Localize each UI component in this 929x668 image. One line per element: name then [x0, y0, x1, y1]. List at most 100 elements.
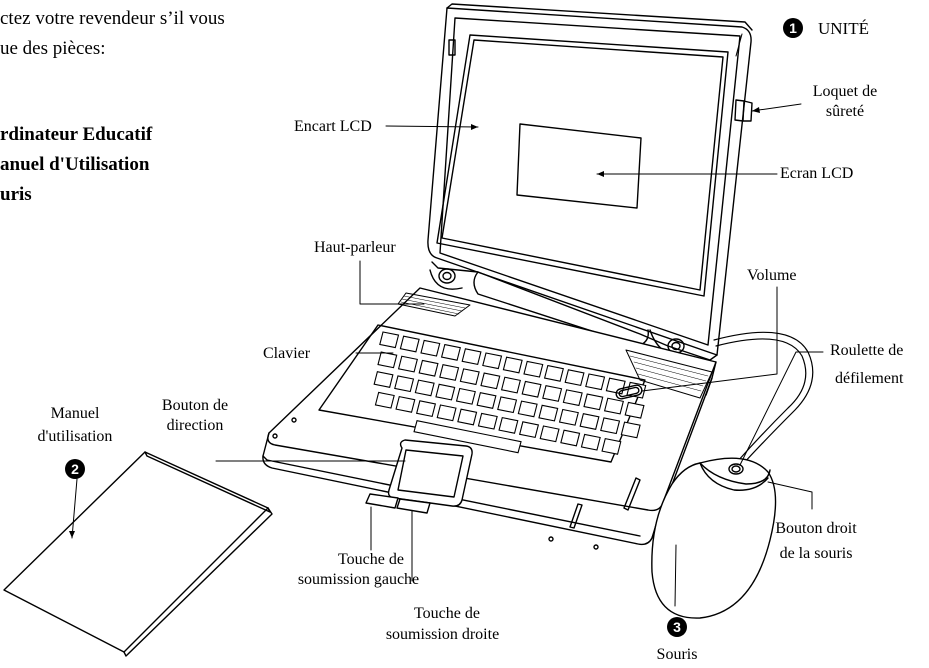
mouse-cable	[713, 331, 814, 466]
leader-volume	[641, 286, 778, 392]
keyboard-key	[418, 359, 439, 377]
keyboard-key	[379, 331, 400, 349]
keyboard-key	[477, 412, 498, 430]
intro-line-2: ue des pièces:	[0, 38, 106, 59]
keyboard-key	[440, 343, 461, 361]
label-lcd-screen: Ecran LCD	[780, 165, 854, 182]
lid-top-edge	[446, 3, 753, 31]
keyboard-key	[539, 425, 560, 443]
keyboard-key	[585, 373, 606, 391]
contents-item-1: rdinateur Educatif	[0, 124, 153, 145]
keyboard-key	[476, 392, 497, 409]
leader-mouse	[674, 544, 677, 607]
keyboard-key	[624, 401, 645, 419]
keyboard-key	[600, 417, 621, 435]
keyboard-key	[482, 352, 503, 370]
keyboard-key	[414, 379, 435, 397]
keyboard-key	[497, 396, 518, 414]
right-submit-key	[396, 498, 431, 514]
keyboard-key	[580, 433, 601, 451]
keyboard-key	[395, 395, 416, 413]
keyboard-key	[500, 376, 521, 394]
leader-manual	[71, 478, 78, 539]
label-lcd-insert: Encart LCD	[294, 118, 372, 135]
keyboard-key	[435, 383, 456, 401]
keyboard-key	[394, 375, 415, 393]
label-keyboard: Clavier	[263, 345, 311, 362]
label-direction-line-1: Bouton de	[161, 397, 229, 414]
label-scroll-line-2: défilement	[835, 370, 904, 387]
keyboard-key	[538, 404, 559, 422]
scroll-wheel	[728, 463, 744, 475]
keyboard-key	[498, 416, 519, 434]
keyboard-frame	[318, 324, 646, 463]
keyboard-key	[502, 356, 523, 374]
keyboard-key	[415, 400, 437, 418]
leader-speaker	[359, 260, 425, 305]
contents-item-3: uris	[0, 184, 32, 205]
lcd-screen-frame	[436, 34, 729, 297]
keyboard-key	[397, 355, 418, 373]
manual-booklet	[3, 451, 269, 653]
hinge-left-clip	[448, 39, 456, 56]
keyboard-key	[542, 385, 563, 402]
keyboard-key	[420, 339, 441, 357]
keyboard-key	[455, 387, 476, 405]
keyboard-key	[373, 371, 394, 388]
keyboard-key	[377, 351, 398, 369]
keyboard-keys	[373, 331, 647, 455]
keyboard-key	[457, 408, 478, 426]
keyboard-key	[523, 360, 544, 378]
keyboard-key	[461, 348, 482, 366]
keyboard-key	[603, 397, 624, 415]
label-right-button-line-1: Bouton droit	[775, 520, 857, 537]
keyboard-key	[620, 421, 641, 439]
label-latch-line-2: sûreté	[825, 103, 865, 120]
label-mouse: Souris	[656, 646, 698, 663]
keyboard-key	[558, 408, 579, 426]
leader-latch	[751, 103, 802, 112]
leader-right-button	[767, 481, 813, 510]
label-direction-line-2: direction	[166, 417, 224, 434]
volume-button	[615, 384, 643, 400]
keyboard-key	[579, 413, 600, 430]
keyboard-key	[601, 437, 622, 455]
badge-unit: 1	[783, 18, 803, 38]
keyboard-key	[459, 368, 480, 386]
label-manual-line-1: Manuel	[50, 405, 100, 422]
label-left-key-line-2: soumission gauche	[297, 571, 420, 588]
keyboard-key	[583, 393, 604, 411]
keyboard-key	[374, 391, 395, 409]
label-unit: UNITÉ	[818, 19, 869, 38]
speaker-grille	[397, 292, 471, 317]
label-scroll-line-1: Roulette de	[830, 342, 904, 359]
mouse-body	[651, 457, 777, 619]
contents-item-2: anuel d'Utilisation	[0, 154, 150, 175]
keyboard-key	[518, 421, 540, 439]
badge-manual: 2	[65, 459, 85, 479]
leader-lcd-insert	[385, 125, 479, 128]
keyboard-key	[480, 372, 501, 390]
label-manual-line-2: d'utilisation	[37, 428, 113, 445]
keyboard-key	[517, 400, 538, 418]
intro-line-1: ctez votre revendeur s’il vous	[0, 8, 225, 29]
keyboard-key	[436, 404, 457, 422]
keyboard-key	[605, 377, 626, 395]
label-left-key-line-1: Touche de	[338, 551, 404, 568]
keyboard-key	[564, 369, 585, 387]
lcd-insert	[516, 123, 642, 209]
lid-inner-frame	[439, 17, 741, 346]
keyboard-key	[543, 364, 564, 382]
keyboard-key	[560, 429, 581, 447]
keyboard-key	[521, 380, 542, 398]
label-latch-line-1: Loquet de	[812, 83, 878, 100]
keyboard-key	[562, 389, 583, 407]
keyboard-key	[439, 364, 460, 381]
label-volume: Volume	[747, 267, 797, 284]
keyboard-space-key	[413, 420, 522, 454]
leader-scroll	[739, 351, 824, 466]
leader-unit	[735, 33, 743, 57]
badge-mouse: 3	[667, 617, 687, 637]
